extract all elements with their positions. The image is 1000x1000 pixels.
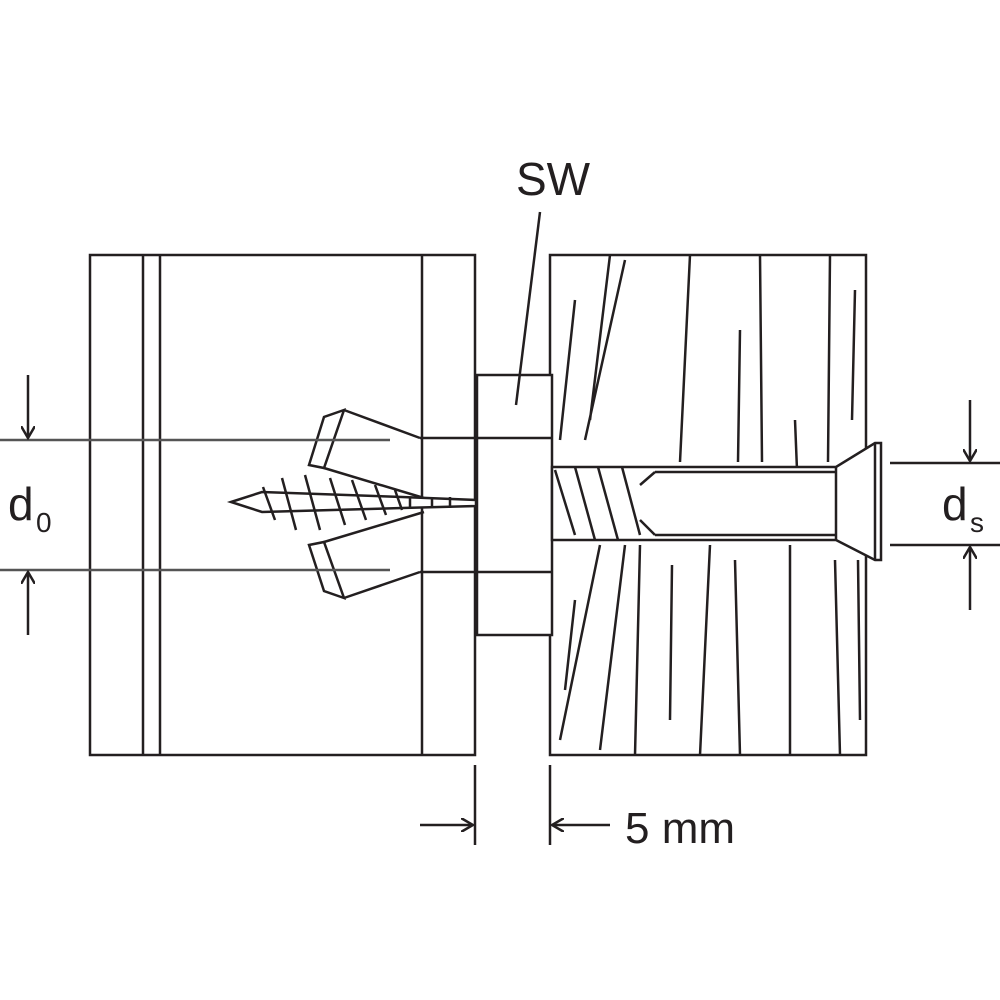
ds-subscript: s bbox=[970, 507, 984, 538]
gap-dimension bbox=[420, 765, 610, 845]
d0-label: d bbox=[8, 478, 34, 530]
sw-label: SW bbox=[516, 153, 591, 205]
gap-label: 5 mm bbox=[625, 804, 735, 853]
d0-dimension bbox=[0, 375, 390, 635]
spacer-sw bbox=[475, 373, 554, 637]
ds-dimension bbox=[890, 400, 1000, 610]
screw-in-dowel bbox=[226, 474, 478, 531]
d0-subscript: 0 bbox=[36, 507, 52, 538]
sw-leader-line bbox=[514, 211, 542, 406]
countersunk-screw bbox=[550, 441, 883, 562]
ds-label: d bbox=[942, 478, 968, 530]
